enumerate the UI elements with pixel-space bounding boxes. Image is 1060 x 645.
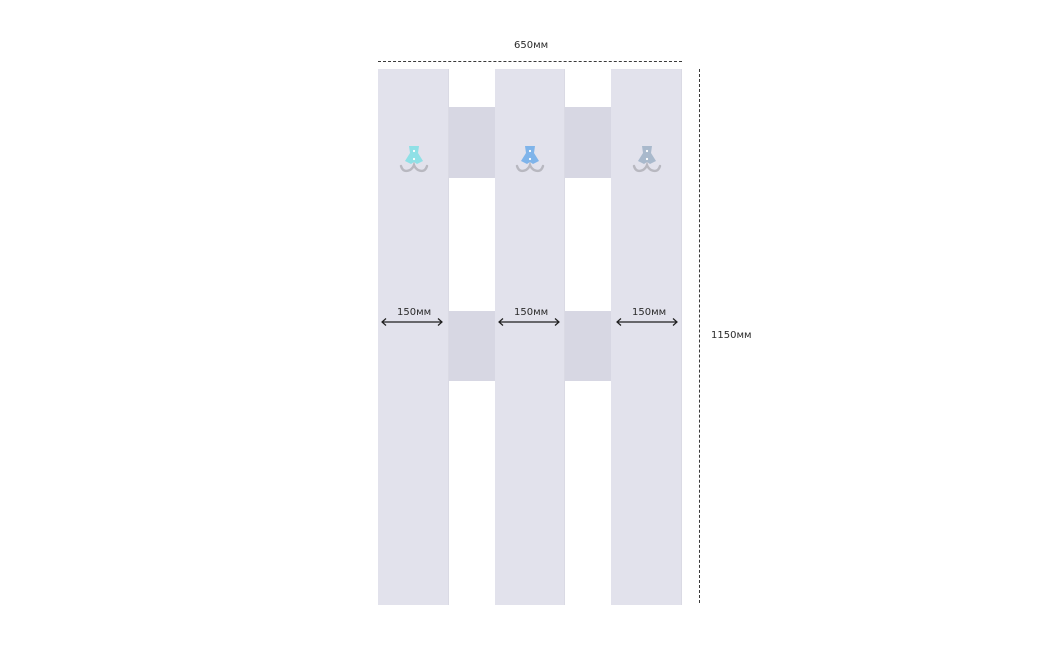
- lower-rail-right: [564, 311, 612, 381]
- hook-right-icon: [632, 146, 662, 173]
- board-right-width-arrow-icon: [616, 318, 678, 326]
- total-width-dimension-line: [378, 61, 682, 62]
- hook-left-icon: [399, 146, 429, 173]
- total-height-label: 1150мм: [711, 330, 752, 341]
- upper-rail-left: [448, 107, 496, 178]
- board-left-width-label: 150мм: [397, 307, 432, 318]
- board-right-width-label: 150мм: [632, 307, 667, 318]
- board-left-width-arrow-icon: [381, 318, 443, 326]
- total-width-label: 650мм: [514, 40, 549, 51]
- hook-middle-icon: [515, 146, 545, 173]
- board-middle-width-arrow-icon: [498, 318, 560, 326]
- board-middle-width-label: 150мм: [514, 307, 549, 318]
- total-height-dimension-line: [699, 69, 700, 603]
- lower-rail-left: [448, 311, 496, 381]
- upper-rail-right: [564, 107, 612, 178]
